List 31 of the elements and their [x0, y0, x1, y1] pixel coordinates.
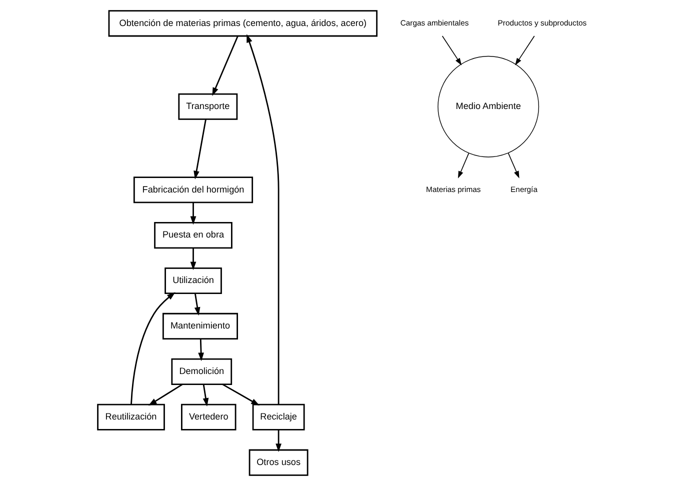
- arrow: [148, 384, 183, 406]
- arrow: [508, 152, 520, 178]
- node-text: Cargas ambientales: [400, 18, 469, 28]
- arrow: [130, 292, 176, 404]
- arrow: [442, 36, 462, 66]
- arrow: [194, 293, 200, 316]
- node-box: Mantenimiento: [162, 312, 238, 340]
- node-box: Vertedero: [181, 404, 236, 430]
- node-box: Demolición: [171, 358, 232, 385]
- arrow: [276, 430, 282, 452]
- node-text: Productos y subproductos: [498, 18, 587, 28]
- arrow: [246, 34, 280, 404]
- node-box: Utilización: [164, 267, 222, 294]
- node-box: Transporte: [178, 93, 238, 120]
- node-box: Obtención de materias primas (cemento, agua, áridos, acero): [108, 10, 378, 37]
- node-box: Fabricación del hormigón: [133, 176, 254, 204]
- arrow: [515, 36, 535, 66]
- arrow: [222, 384, 260, 406]
- arrow: [202, 384, 209, 406]
- node-box: Reutilización: [97, 404, 165, 430]
- node-box: Reciclaje: [252, 404, 305, 430]
- node-box: Otros usos: [248, 449, 308, 476]
- arrow: [190, 248, 196, 270]
- arrow: [194, 119, 206, 180]
- arrow: [190, 202, 196, 225]
- node-text: Energía: [510, 184, 538, 194]
- node-text: Materias primas: [426, 184, 481, 194]
- arrow: [198, 338, 204, 362]
- arrow: [212, 36, 238, 96]
- node-box: Puesta en obra: [154, 222, 232, 249]
- arrow: [458, 152, 470, 178]
